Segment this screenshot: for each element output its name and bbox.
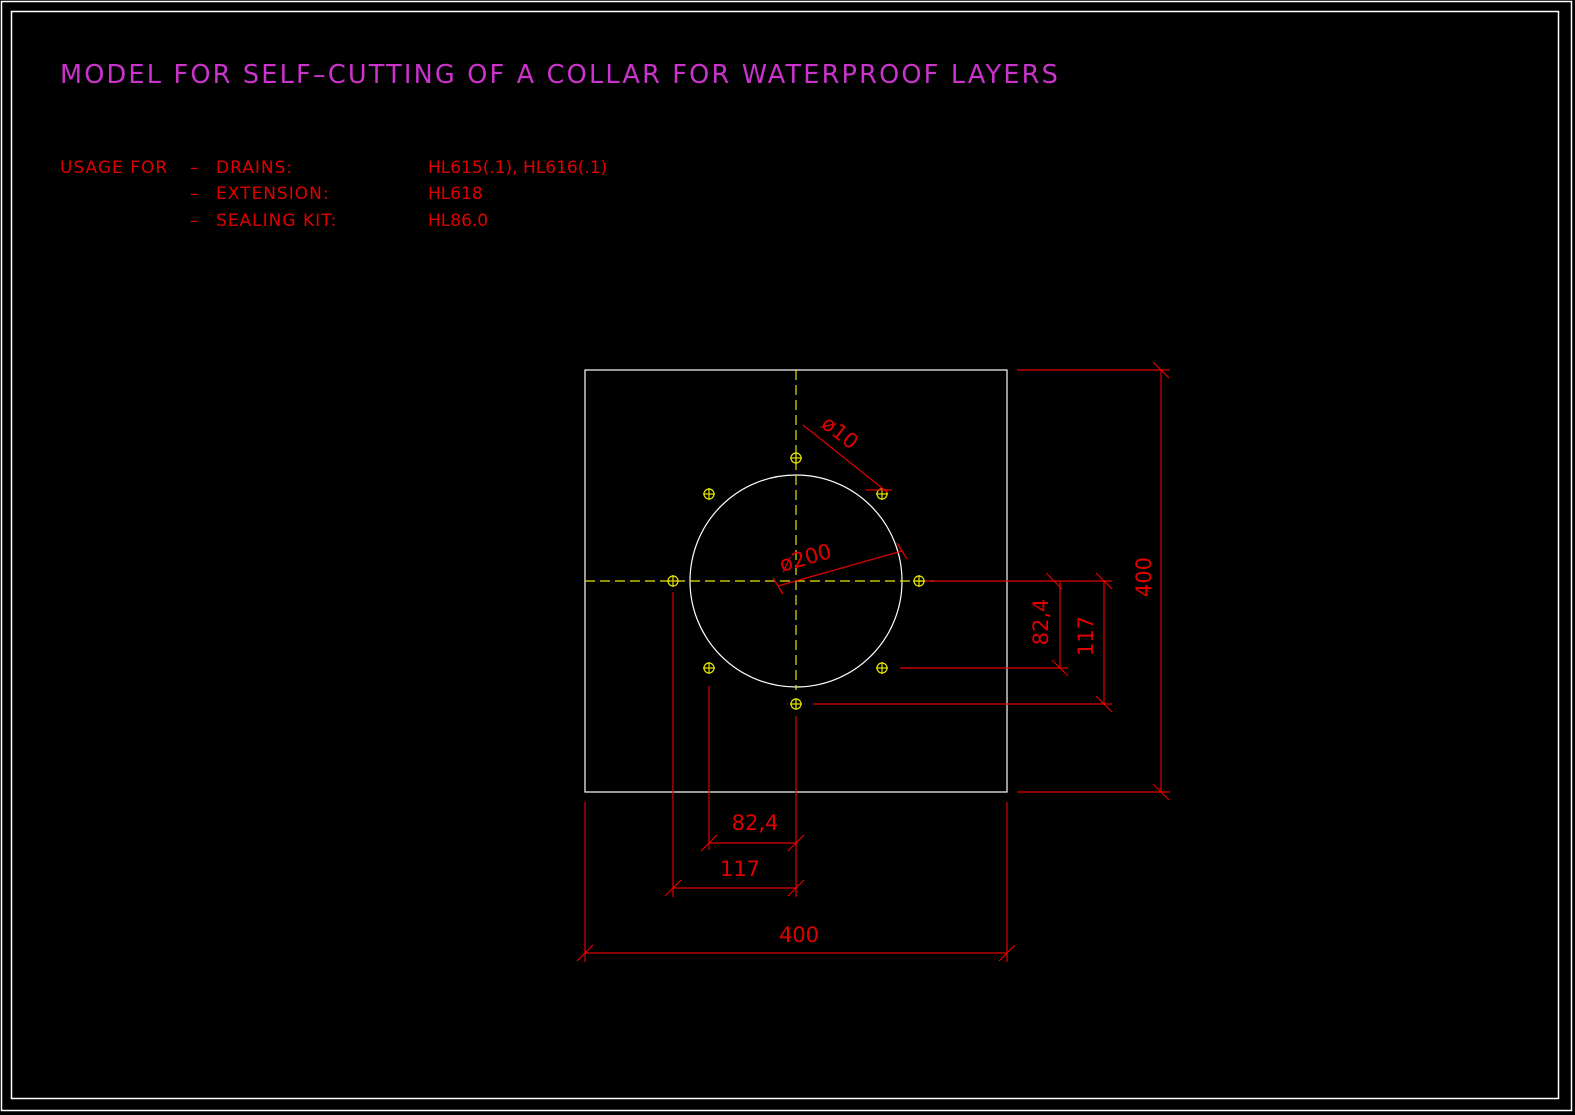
label-right-small: 82,4 <box>1029 599 1053 646</box>
usage-value-drains: HL615(.1), HL616(.1) <box>428 158 607 178</box>
bolt-holes <box>667 452 925 710</box>
usage-value-sealing-kit: HL86.0 <box>428 211 488 231</box>
usage-label-drains: DRAINS: <box>216 158 293 178</box>
usage-label-extension: EXTENSION: <box>216 184 330 204</box>
bolt-hole <box>790 698 802 710</box>
bolt-hole <box>790 452 802 464</box>
drawing-title: MODEL FOR SELF–CUTTING OF A COLLAR FOR W… <box>60 60 1060 90</box>
hole-diameter-leader <box>802 424 888 493</box>
bolt-hole <box>667 575 679 587</box>
label-height-total: 400 <box>1132 557 1156 597</box>
usage-dash-2: – <box>190 184 199 204</box>
label-width-total: 400 <box>779 923 819 947</box>
label-circle-diameter: ø200 <box>777 539 835 577</box>
inner-frame <box>10 10 1560 1100</box>
bolt-hole <box>876 662 888 674</box>
usage-dash-1: – <box>190 158 199 178</box>
dimensions <box>576 361 1170 962</box>
label-right-large: 117 <box>1074 616 1098 656</box>
bolt-hole <box>913 575 925 587</box>
usage-heading: USAGE FOR <box>60 158 168 178</box>
label-bottom-large: 117 <box>720 857 760 881</box>
bolt-hole <box>703 488 715 500</box>
circle-diameter-leader <box>777 550 903 587</box>
usage-value-extension: HL618 <box>428 184 483 204</box>
usage-block: USAGE FOR – DRAINS: HL615(.1), HL616(.1)… <box>60 158 607 231</box>
label-bottom-small: 82,4 <box>732 811 779 835</box>
dimension-labels: ø10 ø200 400 117 82,4 400 117 82,4 <box>720 411 1156 947</box>
usage-label-sealing-kit: SEALING KIT: <box>216 211 337 231</box>
usage-dash-3: – <box>190 211 199 231</box>
label-hole-diameter: ø10 <box>817 411 863 454</box>
bolt-hole <box>703 662 715 674</box>
